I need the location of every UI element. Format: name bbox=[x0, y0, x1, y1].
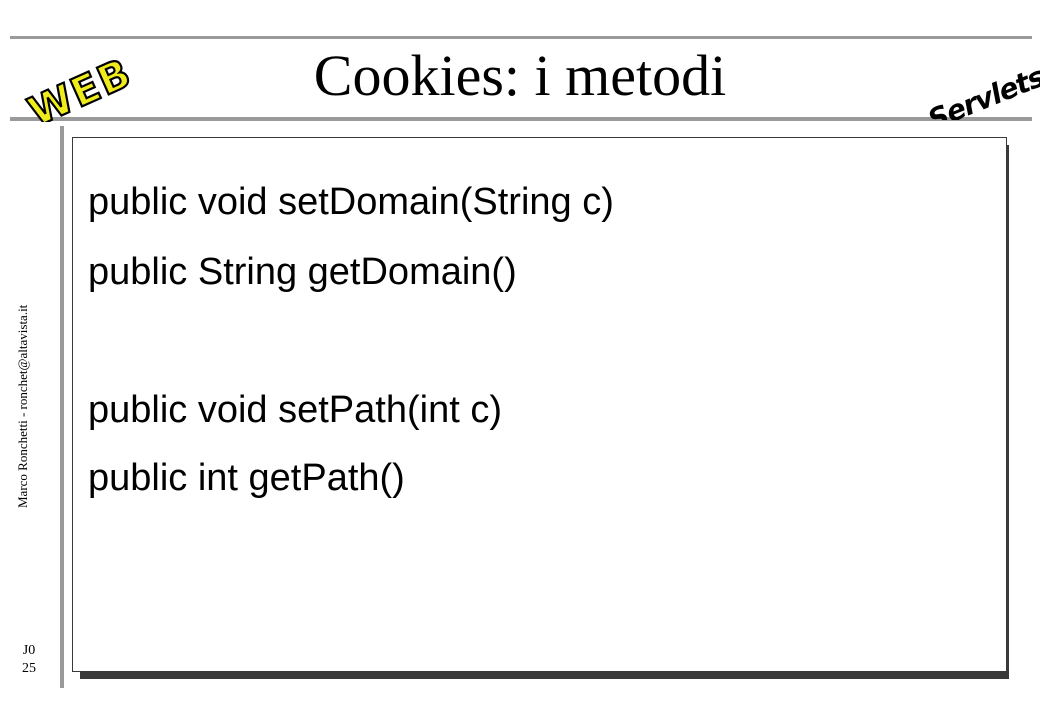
method-line-get-path: public int getPath() bbox=[88, 457, 405, 499]
method-line-get-domain: public String getDomain() bbox=[88, 251, 517, 293]
servlets-logo-text: Servlets bbox=[923, 60, 1040, 120]
title-underline-rule bbox=[10, 117, 1032, 121]
method-line-set-path: public void setPath(int c) bbox=[88, 389, 502, 431]
left-vertical-rule bbox=[60, 126, 64, 688]
web-logo: WEB bbox=[21, 49, 130, 122]
content-box bbox=[72, 137, 1007, 672]
slide-title: Cookies: i metodi bbox=[313, 43, 727, 108]
page-prefix: J0 bbox=[22, 643, 36, 658]
page-number: J0 25 bbox=[14, 642, 44, 678]
method-line-set-domain: public void setDomain(String c) bbox=[88, 181, 614, 223]
servlets-logo: Servlets bbox=[923, 60, 1040, 120]
page-number-value: 25 bbox=[22, 661, 36, 676]
top-rule bbox=[10, 36, 1032, 39]
author-footer: Marco Ronchetti - ronchet@altavista.it bbox=[15, 304, 30, 508]
web-logo-text: WEB bbox=[22, 50, 130, 122]
